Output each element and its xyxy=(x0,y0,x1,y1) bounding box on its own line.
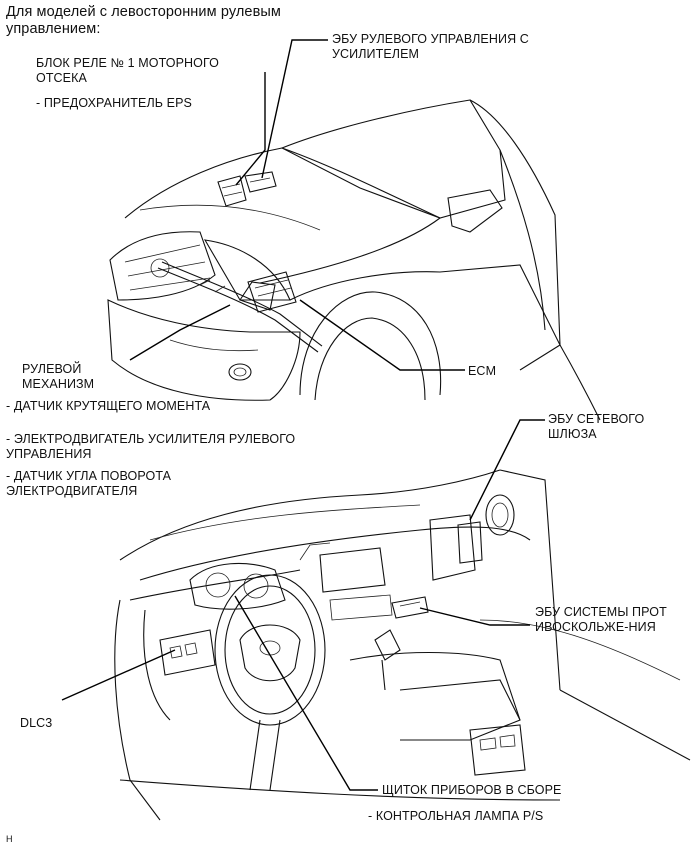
car-interior-drawing xyxy=(114,469,691,821)
torque-sensor-label: - ДАТЧИК КРУТЯЩЕГО МОМЕНТА xyxy=(6,399,211,413)
gateway-ecu-label: ЭБУ СЕТЕВОГО ШЛЮЗА xyxy=(548,412,645,441)
ecm-label: ECM xyxy=(468,364,497,378)
dlc3-label: DLC3 xyxy=(20,716,53,730)
header-title: Для моделей с левосторонним рулевым упра… xyxy=(6,4,281,37)
combination-meter-label: ЩИТОК ПРИБОРОВ В СБОРЕ xyxy=(382,783,562,797)
leader-lines xyxy=(61,39,545,791)
motor-angle-sensor-label: - ДАТЧИК УГЛА ПОВОРОТА ЭЛЕКТРОДВИГАТЕЛЯ xyxy=(6,469,172,498)
steering-gear-label: РУЛЕВОЙ МЕХАНИЗМ xyxy=(22,362,95,391)
ps-warning-lamp-label: - КОНТРОЛЬНАЯ ЛАМПА P/S xyxy=(368,809,544,823)
relay-block-label: БЛОК РЕЛЕ № 1 МОТОРНОГО ОТСЕКА xyxy=(36,56,219,85)
ps-ecu-label: ЭБУ РУЛЕВОГО УПРАВЛЕНИЯ С УСИЛИТЕЛЕМ xyxy=(332,32,529,61)
eps-fuse-label: - ПРЕДОХРАНИТЕЛЬ EPS xyxy=(36,96,192,110)
car-exterior-drawing xyxy=(107,99,601,421)
skid-ecu-label: ЭБУ СИСТЕМЫ ПРОТИВОСКОЛЬЖЕ-НИЯ xyxy=(535,605,667,634)
ps-motor-label: - ЭЛЕКТРОДВИГАТЕЛЬ УСИЛИТЕЛЯ РУЛЕВОГО УП… xyxy=(6,432,296,461)
figure-code: H xyxy=(6,834,13,844)
